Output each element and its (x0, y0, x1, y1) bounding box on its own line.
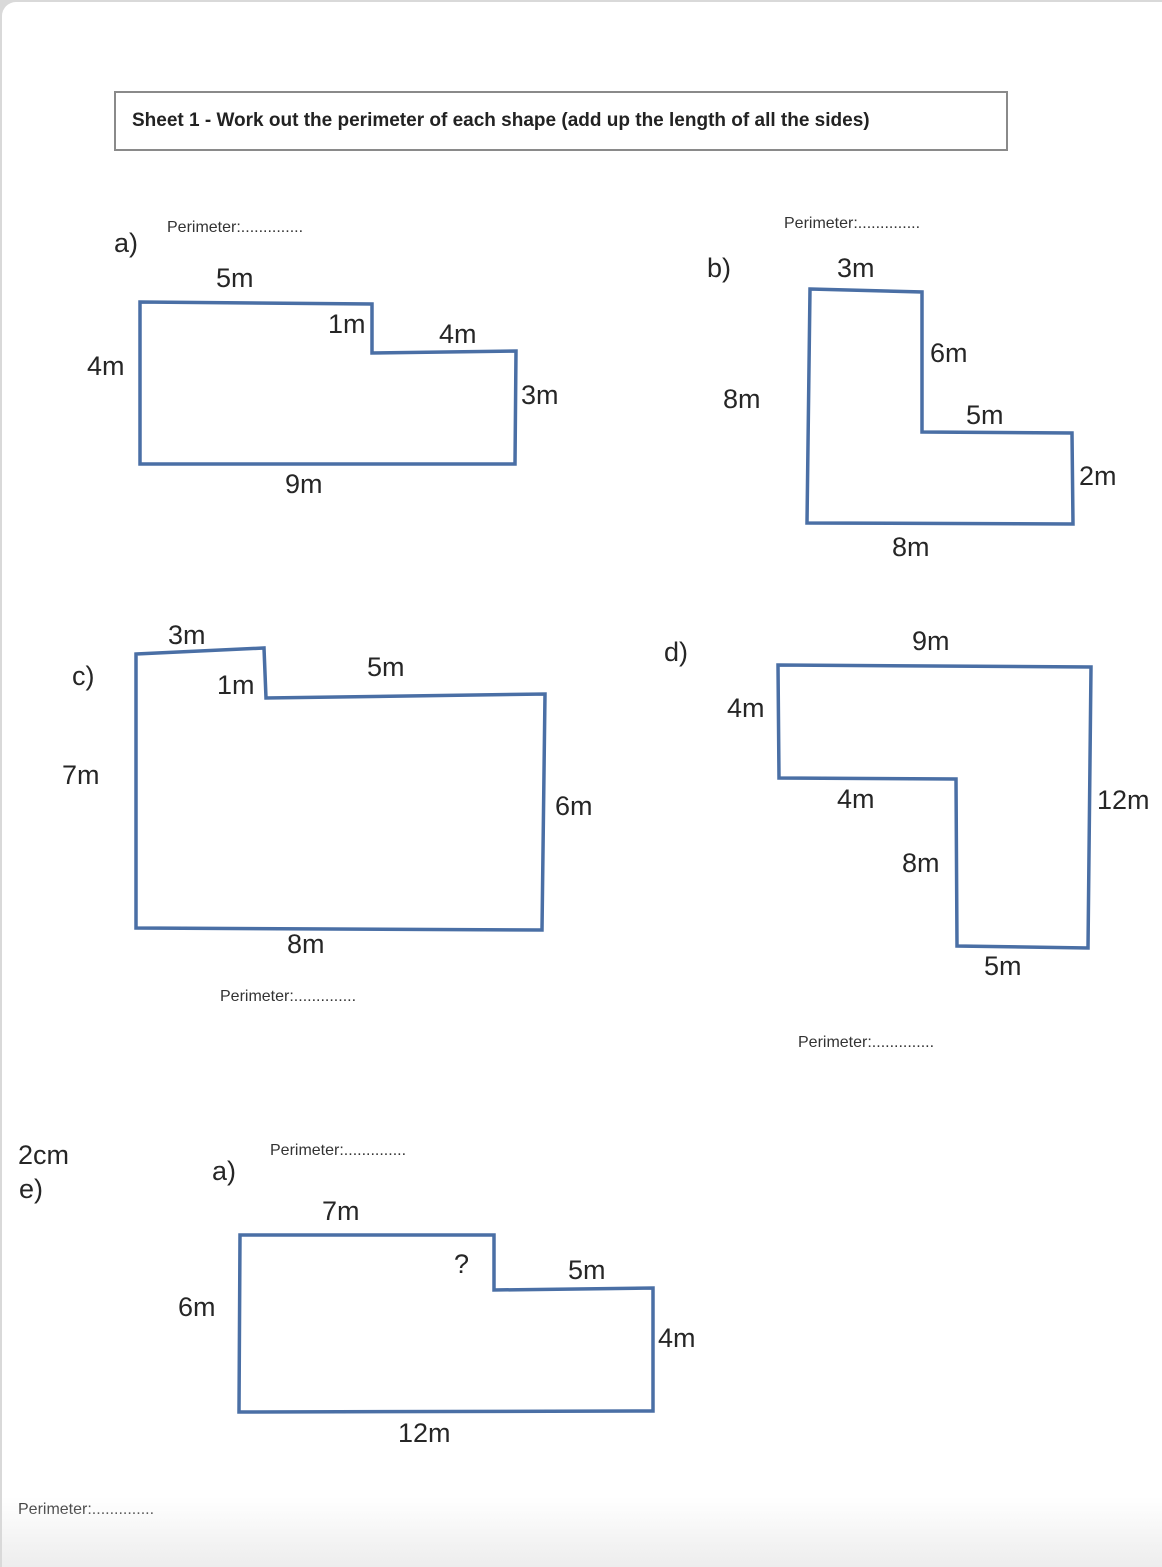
shape-e-letter: e) (19, 1174, 43, 1204)
shape-d-label: 5m (984, 951, 1022, 981)
shape-b-label: 3m (837, 253, 875, 283)
shape-b-label: 5m (966, 400, 1004, 430)
shape-a-label: 5m (216, 263, 254, 293)
shape-e-label: 4m (658, 1323, 696, 1353)
shape-b-letter: b) (707, 253, 731, 283)
shape-d-label: 4m (727, 693, 765, 723)
stray-label: 2cm (18, 1140, 69, 1170)
shape-b-label: 8m (723, 384, 761, 414)
shape-a-label: 4m (439, 319, 477, 349)
shape-c: c) 3m 1m 5m 7m 6m 8m Perimeter:.........… (62, 620, 593, 1005)
shape-c-label: 1m (217, 670, 255, 700)
shape-a-label: 1m (328, 309, 366, 339)
shape-c-label: 5m (367, 652, 405, 682)
shape-a: a) Perimeter:.............. 5m 1m 4m 4m … (87, 219, 559, 499)
shape-d-outline (776, 663, 1093, 950)
shape-c-outline (134, 646, 547, 932)
shape-d-label: 12m (1097, 785, 1150, 815)
shape-e-sub-letter: a) (212, 1156, 236, 1186)
shape-c-label: 3m (168, 620, 206, 650)
shape-d-label: 4m (837, 784, 875, 814)
shape-d-label: 8m (902, 848, 940, 878)
shape-b-label: 2m (1079, 461, 1117, 491)
shape-b-perimeter: Perimeter:.............. (784, 215, 920, 232)
shape-d-perimeter: Perimeter:.............. (798, 1034, 934, 1051)
shape-b-outline (805, 287, 1075, 526)
shape-e: 2cm e) a) Perimeter:.............. 7m ? … (18, 1140, 696, 1448)
shape-e-label: 7m (322, 1196, 360, 1226)
shape-c-perimeter: Perimeter:.............. (220, 988, 356, 1005)
shape-e-label: ? (454, 1249, 469, 1279)
shape-e-perimeter: Perimeter:.............. (270, 1142, 406, 1159)
shape-a-label: 3m (521, 380, 559, 410)
shape-d: d) 9m 4m 4m 12m 8m 5m Perimeter:........… (664, 626, 1150, 1051)
shape-e-bottom-perimeter: Perimeter:.............. (18, 1501, 154, 1518)
sheet-title: Sheet 1 - Work out the perimeter of each… (114, 91, 1008, 151)
shape-a-label: 4m (87, 351, 125, 381)
shape-b: b) Perimeter:.............. 3m 6m 8m 5m … (707, 215, 1117, 562)
shape-b-label: 8m (892, 532, 930, 562)
shape-a-label: 9m (285, 469, 323, 499)
shape-e-outline (237, 1233, 655, 1414)
shape-b-label: 6m (930, 338, 968, 368)
shape-d-label: 9m (912, 626, 950, 656)
shape-e-label: 5m (568, 1255, 606, 1285)
shape-a-letter: a) (114, 228, 138, 258)
shape-c-label: 7m (62, 760, 100, 790)
shape-e-label: 12m (398, 1418, 451, 1448)
shape-e-label: 6m (178, 1292, 216, 1322)
shape-c-label: 8m (287, 929, 325, 959)
shape-c-letter: c) (72, 661, 95, 691)
shape-d-letter: d) (664, 637, 688, 667)
shape-c-label: 6m (555, 791, 593, 821)
shape-a-perimeter: Perimeter:.............. (167, 219, 303, 236)
shape-a-outline (138, 300, 518, 466)
